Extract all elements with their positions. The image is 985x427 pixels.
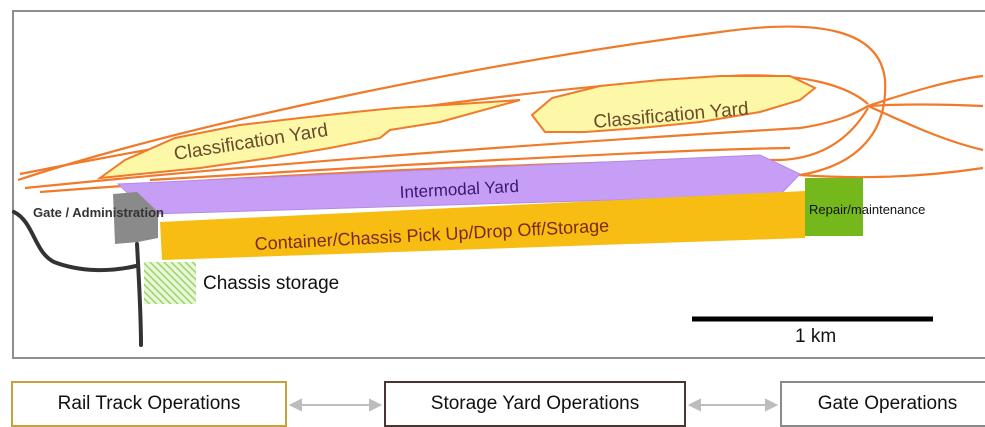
rail-track-exit-3 [867, 74, 984, 108]
rail-track-exit-4 [799, 166, 984, 179]
arrowhead-left-2 [687, 398, 701, 412]
rail-track-operations-box: Rail Track Operations [11, 381, 287, 427]
rail-track-mid [24, 105, 869, 190]
storage-yard-operations-box: Storage Yard Operations [384, 381, 686, 427]
road-south [135, 242, 143, 347]
rail-track-exit-2 [867, 104, 984, 152]
arrowhead-right-2 [765, 398, 779, 412]
classification-yard-2-area [530, 75, 817, 133]
container-chassis-area [160, 191, 805, 260]
repair-label: Repair/maintenance [809, 202, 925, 217]
chassis-storage-label: Chassis storage [203, 273, 339, 294]
arrowhead-right-1 [369, 398, 383, 412]
storage-yard-operations-label: Storage Yard Operations [430, 393, 640, 414]
rail-track-exit-1 [867, 103, 984, 108]
chassis-storage-area [144, 262, 196, 304]
gate-operations-box: Gate Operations [780, 381, 985, 427]
access-roads [12, 210, 143, 347]
gate-operations-label: Gate Operations [817, 393, 958, 414]
rail-track-inner [149, 146, 791, 182]
gate-building [113, 192, 158, 244]
scale-label: 1 km [795, 326, 836, 347]
classification-yard-1-area [96, 99, 521, 180]
rail-track-operations-label: Rail Track Operations [57, 393, 241, 414]
gate-admin-label: Gate / Administration [33, 205, 164, 220]
arrowhead-left-1 [288, 398, 302, 412]
road-west [12, 210, 138, 273]
repair-maintenance-area [805, 178, 863, 236]
operation-connectors [288, 398, 779, 412]
